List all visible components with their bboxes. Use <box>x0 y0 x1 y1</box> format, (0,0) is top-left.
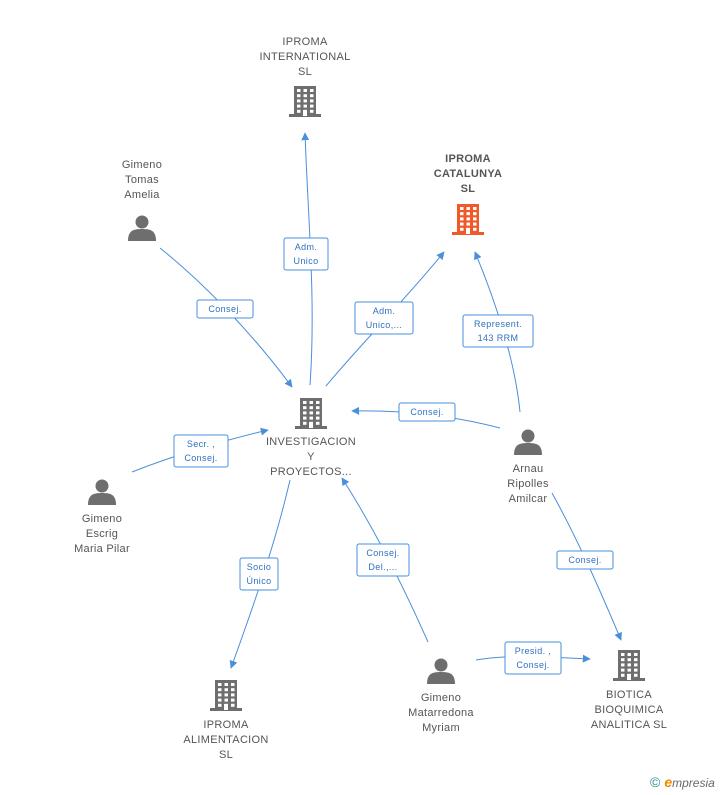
edge-label-box[interactable] <box>462 314 534 348</box>
node-label-line: IPROMA <box>445 153 491 165</box>
node-label-line: Matarredona <box>408 707 474 719</box>
node-label-line: PROYECTOS... <box>270 466 352 478</box>
edge-label-box[interactable] <box>354 301 414 335</box>
node-label-line: INTERNATIONAL <box>259 51 350 63</box>
node-label-line: ALIMENTACION <box>183 734 268 746</box>
edge-label-text: Consej. <box>568 555 601 565</box>
node-label-line: IPROMA <box>203 719 249 731</box>
node-label-line: Maria Pilar <box>74 543 130 555</box>
edge-label-text: Único <box>246 576 271 586</box>
brand-logo-e: e <box>664 774 673 790</box>
building-icon <box>295 398 327 429</box>
edge-label-box[interactable] <box>398 402 456 422</box>
building-icon <box>210 680 242 711</box>
edge-label-text: Adm. <box>373 306 396 316</box>
copyright-symbol: © <box>650 774 661 790</box>
edge-label-text: Presid. , <box>515 646 552 656</box>
node-label-line: BIOQUIMICA <box>594 704 663 716</box>
empresia-brand[interactable]: ©empresia <box>650 774 715 790</box>
edge-invest-catalunya[interactable]: Adm. Unico,... <box>325 251 445 387</box>
node-label-line: CATALUNYA <box>434 168 503 180</box>
node-label-line: Gimeno <box>82 513 122 525</box>
edge-myriam-invest[interactable]: Consej. Del.,... <box>341 477 429 643</box>
person-icon <box>128 215 156 241</box>
building-icon <box>452 204 484 235</box>
edge-tomas-invest[interactable]: Consej. <box>159 247 293 388</box>
node-label-line: Y <box>307 451 315 463</box>
edge-label-text: Del.,... <box>368 562 397 572</box>
node-catalunya[interactable]: IPROMA CATALUNYA SL <box>434 153 503 235</box>
edge-label-text: Adm. <box>295 242 318 252</box>
edge-arnau-invest[interactable]: Consej. <box>351 402 501 429</box>
edge-label-text: 143 RRM <box>478 333 519 343</box>
edge-label-text: Unico,... <box>366 320 403 330</box>
node-biotica[interactable]: BIOTICA BIOQUIMICA ANALITICA SL <box>591 650 667 731</box>
edge-label-text: Consej. <box>366 548 399 558</box>
person-icon <box>88 479 116 505</box>
node-alim[interactable]: IPROMA ALIMENTACION SL <box>183 680 268 761</box>
node-label-line: Arnau <box>513 463 544 475</box>
edge-label-box[interactable] <box>504 641 562 675</box>
node-intl[interactable]: IPROMA INTERNATIONAL SL <box>259 36 350 117</box>
node-label-line: Gimeno <box>122 159 162 171</box>
edge-arnau-catalunya[interactable]: Represent. 143 RRM <box>462 251 534 413</box>
node-label-line: Amelia <box>124 189 160 201</box>
node-label-line: Myriam <box>422 722 460 734</box>
building-icon <box>613 650 645 681</box>
edge-label-text: Consej. <box>184 453 217 463</box>
edge-label-box[interactable] <box>556 550 614 570</box>
person-icon <box>514 429 542 455</box>
edge-label-box[interactable] <box>196 299 254 319</box>
node-label-line: Escrig <box>86 528 118 540</box>
edge-label-text: Secr. , <box>187 439 215 449</box>
edge-label-text: Represent. <box>474 319 522 329</box>
node-label-line: SL <box>298 66 312 78</box>
node-label-line: ANALITICA SL <box>591 719 667 731</box>
edge-label-text: Consej. <box>208 304 241 314</box>
node-label-line: Ripolles <box>507 478 549 490</box>
building-icon <box>289 86 321 117</box>
edge-label-text: Consej. <box>516 660 549 670</box>
edge-invest-intl[interactable]: Adm. Unico <box>283 132 329 386</box>
brand-name: mpresia <box>672 776 715 790</box>
node-label-line: Amilcar <box>509 493 548 505</box>
node-label-line: IPROMA <box>282 36 328 48</box>
person-icon <box>427 658 455 684</box>
edge-arnau-biotica[interactable]: Consej. <box>551 492 622 641</box>
node-label-line: SL <box>219 749 233 761</box>
node-label-line: Tomas <box>125 174 159 186</box>
edge-label-box[interactable] <box>239 557 279 591</box>
node-label-line: Gimeno <box>421 692 461 704</box>
edge-label-text: Socio <box>247 562 272 572</box>
node-label-line: SL <box>461 183 476 195</box>
edge-label-box[interactable] <box>283 237 329 271</box>
edge-label-box[interactable] <box>173 434 229 468</box>
edge-label-box[interactable] <box>356 543 410 577</box>
edge-label-text: Consej. <box>410 407 443 417</box>
edge-escrig-invest[interactable]: Secr. , Consej. <box>131 427 269 473</box>
edge-myriam-biotica[interactable]: Presid. , Consej. <box>475 641 591 675</box>
node-label-line: INVESTIGACION <box>266 436 356 448</box>
node-invest[interactable]: INVESTIGACION Y PROYECTOS... <box>266 398 356 478</box>
edge-label-text: Unico <box>293 256 318 266</box>
node-label-line: BIOTICA <box>606 689 652 701</box>
